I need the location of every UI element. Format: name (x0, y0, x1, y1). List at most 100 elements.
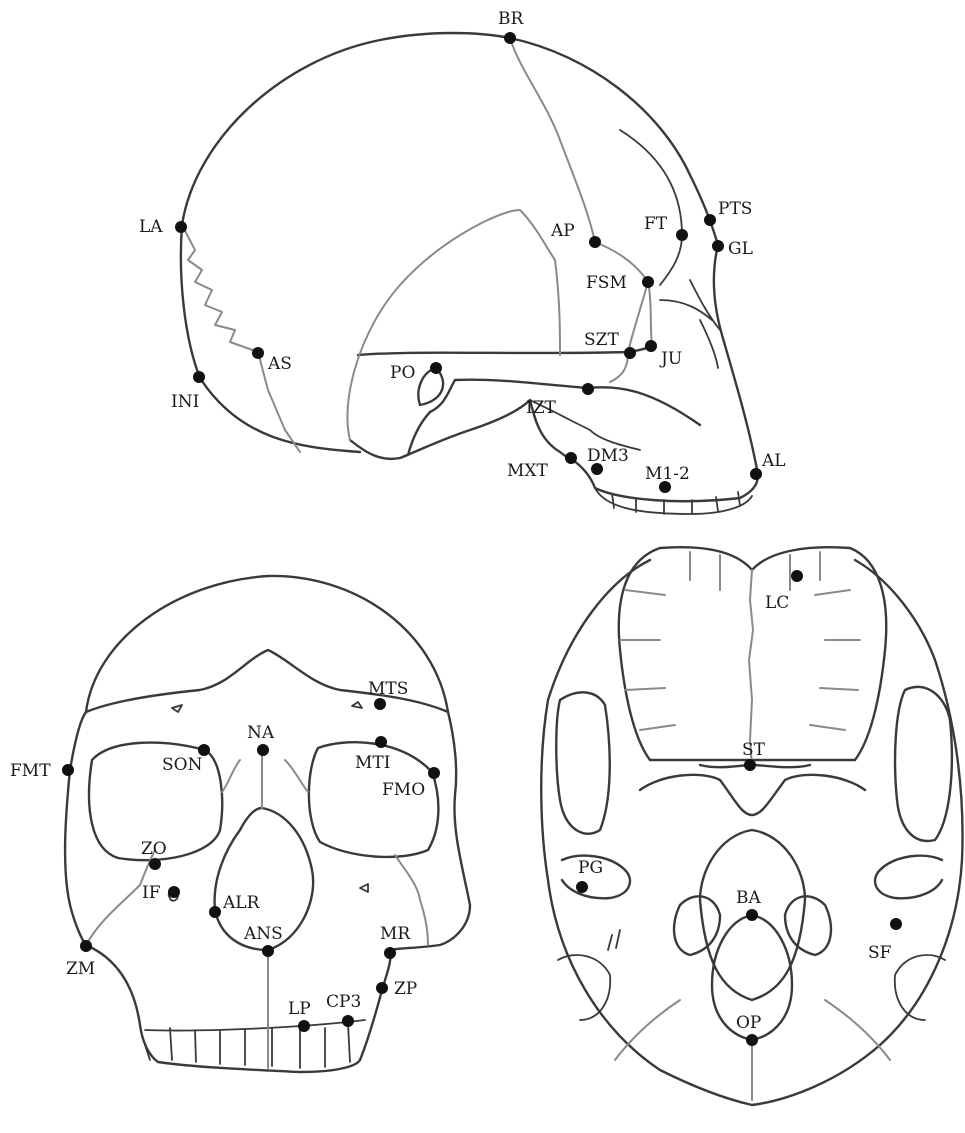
basal-landmark-dot-op (746, 1034, 758, 1046)
lateral-landmark-dot-ini (193, 371, 205, 383)
lateral-landmark-label-izt: IZT (526, 398, 557, 418)
frontal-landmark-zp: ZP (376, 979, 417, 999)
lateral-landmark-dm3: DM3 (587, 446, 629, 475)
basal-landmark-op: OP (736, 1013, 761, 1046)
basal-pterygoid-plates (640, 765, 865, 815)
lateral-landmark-pts: PTS (704, 199, 752, 226)
lateral-landmark-label-fsm: FSM (586, 273, 627, 293)
frontal-landmark-fmt: FMT (10, 761, 74, 781)
lateral-vault-outline (181, 33, 758, 475)
lateral-landmark-label-szt: SZT (584, 330, 619, 350)
lateral-landmark-label-po: PO (390, 363, 415, 383)
basal-right-condyle (785, 896, 831, 955)
basal-left-condyle (674, 896, 720, 955)
basal-landmark-label-lc: LC (765, 593, 789, 613)
basal-landmark-dot-st (744, 759, 756, 771)
frontal-landmark-label-na: NA (247, 723, 275, 743)
lateral-landmark-dot-ft (676, 229, 688, 241)
frontal-landmark-dot-cp3 (342, 1015, 354, 1027)
frontal-landmark-dot-mr (384, 947, 396, 959)
frontal-landmark-fmo: FMO (382, 767, 440, 800)
frontal-landmark-label-fmo: FMO (382, 780, 425, 800)
lateral-landmark-label-ft: FT (644, 214, 668, 234)
lateral-landmark-po: PO (390, 362, 442, 383)
lateral-landmark-izt: IZT (526, 383, 594, 418)
lateral-landmark-label-pts: PTS (718, 199, 752, 219)
lateral-landmark-la: LA (139, 217, 187, 237)
basal-landmark-dot-sf (890, 918, 902, 930)
basal-landmark-dot-ba (746, 909, 758, 921)
lateral-landmark-dot-fsm (642, 276, 654, 288)
lateral-landmark-dot-ju (645, 340, 657, 352)
frontal-landmark-mts: MTS (368, 679, 408, 710)
basal-landmark-sf: SF (868, 918, 902, 963)
lateral-landmark-dot-po (430, 362, 442, 374)
basal-landmark-ba: BA (736, 888, 761, 921)
lateral-landmark-as: AS (252, 347, 292, 374)
basal-landmark-label-pg: PG (578, 858, 603, 878)
frontal-teeth (145, 1020, 365, 1068)
lateral-landmark-mxt: MXT (507, 452, 577, 481)
frontal-landmark-dot-mts (374, 698, 386, 710)
basal-landmark-label-op: OP (736, 1013, 761, 1033)
lateral-landmark-dot-izt (582, 383, 594, 395)
frontal-landmark-label-cp3: CP3 (326, 992, 361, 1012)
frontal-landmark-alr: ALR (209, 893, 261, 918)
frontal-landmark-mr: MR (380, 924, 411, 959)
basal-right-glenoid (875, 856, 942, 899)
lateral-landmark-label-ini: INI (171, 392, 199, 412)
frontal-landmark-dot-na (257, 744, 269, 756)
frontal-landmark-dot-alr (209, 906, 221, 918)
frontal-landmark-label-mti: MTI (355, 753, 390, 773)
frontal-landmark-dot-lp (298, 1020, 310, 1032)
frontal-landmark-label-zm: ZM (66, 959, 95, 979)
lateral-landmark-label-ap: AP (550, 221, 575, 241)
lateral-landmark-dot-al (750, 468, 762, 480)
frontal-landmark-na: NA (247, 723, 275, 756)
frontal-landmark-label-if: IF (142, 883, 161, 903)
frontal-nasal-suture (222, 750, 308, 808)
frontal-landmark-ans: ANS (243, 924, 283, 957)
lateral-view (181, 33, 758, 514)
lateral-landmark-br: BR (498, 9, 524, 44)
frontal-landmark-dot-ans (262, 945, 274, 957)
frontal-landmark-label-ans: ANS (243, 924, 283, 944)
lateral-landmark-dot-la (175, 221, 187, 233)
lateral-coronal-suture (510, 38, 595, 242)
lateral-landmark-label-mxt: MXT (507, 461, 549, 481)
frontal-landmark-dot-zo (149, 858, 161, 870)
basal-landmark-lc: LC (765, 570, 803, 613)
basal-landmark-pg: PG (576, 858, 603, 893)
frontal-landmark-zo: ZO (141, 839, 167, 870)
lateral-landmark-label-m1-2: M1-2 (645, 464, 690, 484)
lateral-landmark-dot-mxt (565, 452, 577, 464)
frontal-landmark-label-zo: ZO (141, 839, 167, 859)
basal-landmark-label-ba: BA (736, 888, 761, 908)
frontal-landmark-dot-fmo (428, 767, 440, 779)
frontal-landmark-zm: ZM (66, 940, 95, 979)
frontal-landmark-label-zp: ZP (394, 979, 417, 999)
lateral-landmark-label-as: AS (267, 354, 292, 374)
frontal-landmark-dot-mti (375, 736, 387, 748)
lateral-landmark-dot-br (504, 32, 516, 44)
lateral-landmark-ju: JU (645, 340, 682, 369)
lateral-landmark-label-ju: JU (659, 349, 682, 369)
landmark-layer: BR LA AS INI PO AP FT PTS GL FSM SZT JU IZT MXT DM3M1-… (10, 9, 902, 1046)
lateral-landmark-gl: GL (712, 239, 753, 259)
lateral-landmark-label-gl: GL (728, 239, 753, 259)
frontal-landmark-label-lp: LP (288, 999, 311, 1019)
frontal-landmark-label-mts: MTS (368, 679, 408, 699)
lateral-landmark-dot-gl (712, 240, 724, 252)
frontal-landmark-label-mr: MR (380, 924, 411, 944)
basal-median-palatine-suture (749, 570, 753, 765)
basal-left-zygomatic (556, 692, 609, 833)
frontal-landmark-label-fmt: FMT (10, 761, 51, 781)
lateral-landmark-m1-2: M1-2 (645, 464, 690, 493)
lateral-landmark-ini: INI (171, 371, 205, 412)
lateral-landmark-dot-szt (624, 347, 636, 359)
lateral-zygomatic-lower (455, 380, 700, 425)
basal-tooth-lines (620, 552, 860, 730)
frontal-landmark-dot-if (168, 886, 180, 898)
basal-landmark-dot-pg (576, 881, 588, 893)
